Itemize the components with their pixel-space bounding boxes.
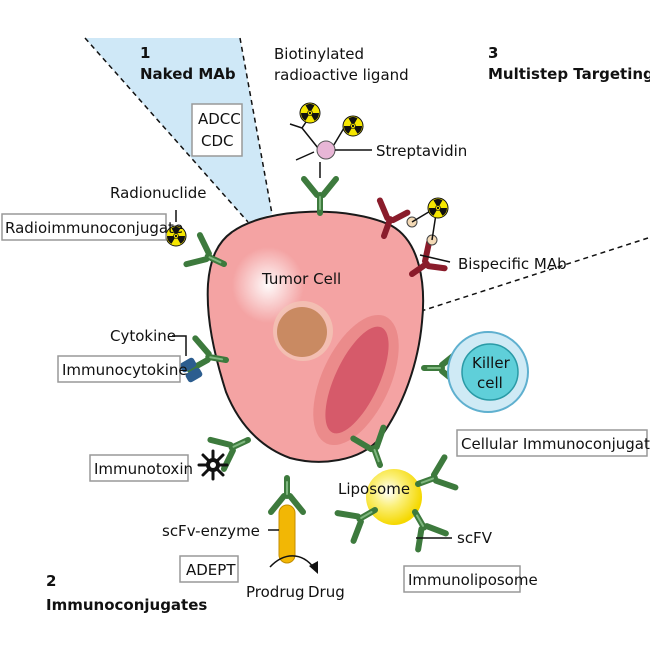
cytokine-icon-2	[185, 367, 203, 383]
killer-cell-label-2: cell	[477, 374, 503, 392]
immunocytokine-box	[57, 355, 181, 383]
streptavidin-icon	[316, 140, 336, 160]
liposome-icon	[366, 469, 422, 525]
immunotoxin-box	[89, 454, 189, 482]
cytokine-icon	[179, 357, 197, 373]
radiation-icon	[299, 102, 321, 124]
section-1-number: 1	[140, 44, 150, 62]
enzyme-icon	[278, 504, 296, 564]
section-2-title: Immunoconjugates	[46, 596, 207, 614]
naked-mab-region	[85, 38, 272, 222]
biotin-label-2: radioactive ligand	[274, 66, 409, 84]
bispecific-antibody-icon	[376, 197, 411, 239]
section-3-number: 3	[488, 44, 498, 62]
radiation-icon	[427, 197, 449, 219]
scfv-enzyme-label: scFv-enzyme	[162, 522, 260, 540]
drug-label: Drug	[308, 583, 345, 601]
prodrug-arrowhead	[309, 561, 318, 574]
streptavidin-label: Streptavidin	[376, 142, 467, 160]
immunocytokine-label: Immunocytokine	[62, 361, 188, 379]
cell-highlight	[232, 247, 304, 323]
section-1-title: Naked MAb	[140, 65, 236, 83]
radionuclide-label: Radionuclide	[110, 184, 207, 202]
immunoliposome-label: Immunoliposome	[408, 571, 538, 589]
cytokine-label: Cytokine	[110, 327, 176, 345]
bispecific-label: Bispecific MAb	[458, 255, 567, 273]
liposome-label: Liposome	[338, 480, 410, 498]
adept-label: ADEPT	[186, 561, 236, 579]
prodrug-label: Prodrug	[246, 583, 305, 601]
radioimmunoconjugate-box	[1, 213, 167, 241]
naked-mab-divider-right	[239, 37, 273, 215]
adcc-label: ADCC	[198, 110, 241, 128]
radioimmunoconjugate-label: Radioimmunoconjugate	[5, 219, 183, 237]
naked-mab-divider	[84, 37, 249, 223]
cellular-box	[456, 429, 648, 457]
antibody-icon	[304, 179, 336, 213]
biotin-label: Biotinylated	[274, 45, 364, 63]
tumor-cell-label: Tumor Cell	[261, 270, 341, 288]
organelle	[325, 326, 389, 434]
adept-box	[179, 555, 239, 583]
immunotoxin-label: Immunotoxin	[94, 460, 193, 478]
bispecific-antibody-icon	[409, 239, 448, 277]
naked-mab-box	[191, 103, 243, 157]
cellular-label: Cellular Immunoconjugates	[461, 435, 650, 453]
multistep-divider	[411, 237, 649, 315]
cdc-label: CDC	[201, 132, 234, 150]
scfv-label: scFV	[457, 529, 493, 547]
toxin-icon	[197, 449, 229, 481]
killer-cell-label: Killer	[472, 354, 511, 372]
section-3-title: Multistep Targeting	[488, 65, 650, 83]
nucleus	[277, 307, 327, 357]
immunoliposome-box	[403, 565, 521, 593]
section-2-number: 2	[46, 572, 56, 590]
radiation-icon	[342, 115, 364, 137]
prodrug-arrow	[269, 555, 315, 569]
killer-cell	[461, 343, 519, 401]
